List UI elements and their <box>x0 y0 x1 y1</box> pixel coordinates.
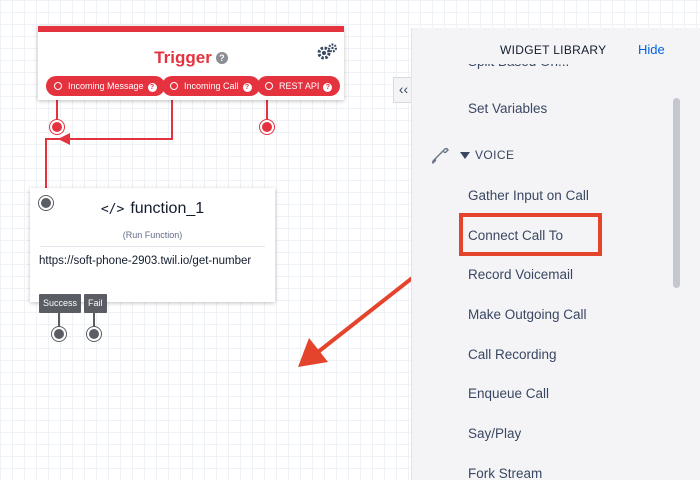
port-ring-icon <box>170 82 178 90</box>
library-header: WIDGET LIBRARY Hide <box>412 28 700 64</box>
divider <box>40 246 265 247</box>
phone-icon <box>431 147 449 164</box>
port-ring-icon <box>265 82 273 90</box>
connector-success[interactable] <box>52 327 66 341</box>
caret-down-icon <box>460 151 470 159</box>
widget-item-enqueue-call[interactable]: Enqueue Call <box>468 386 550 401</box>
widget-list[interactable]: Split Based On... Set Variables VOICE Ga… <box>412 58 700 480</box>
connector-fail[interactable] <box>87 327 101 341</box>
port-incoming-call[interactable]: Incoming Call? <box>162 76 260 96</box>
widget-item-say-play[interactable]: Say/Play <box>468 426 522 441</box>
connector-rest-api[interactable] <box>260 120 274 134</box>
connector-incoming-message[interactable] <box>50 120 64 134</box>
widget-item-gather-input[interactable]: Gather Input on Call <box>468 188 589 203</box>
output-success[interactable]: Success <box>39 294 82 313</box>
port-ring-icon <box>54 82 62 90</box>
help-icon[interactable]: ? <box>323 83 333 92</box>
output-fail[interactable]: Fail <box>84 294 107 313</box>
help-icon[interactable]: ? <box>147 83 157 92</box>
code-icon: </> <box>100 202 125 217</box>
port-rest-api[interactable]: REST API? <box>257 76 341 96</box>
trigger-widget[interactable]: Trigger? Incoming Message? Incoming Call… <box>38 26 344 100</box>
widget-item-split[interactable]: Split Based On... <box>468 62 569 69</box>
section-voice[interactable]: VOICE <box>430 146 514 164</box>
widget-item-fork-stream[interactable]: Fork Stream <box>468 466 543 480</box>
function-title: </>function_1 <box>100 200 205 217</box>
port-incoming-message[interactable]: Incoming Message? <box>46 76 165 96</box>
help-icon[interactable]: ? <box>215 52 228 64</box>
annotation-highlight-box <box>459 213 602 256</box>
hide-library-link[interactable]: Hide <box>638 42 665 57</box>
widget-item-record-voicemail[interactable]: Record Voicemail <box>468 267 574 282</box>
wire-incoming-call <box>45 92 173 203</box>
function-subtitle: (Run Function) <box>122 230 183 240</box>
library-scrollbar[interactable] <box>673 98 680 288</box>
trigger-title: Trigger? <box>38 48 344 68</box>
widget-item-connect-call-to[interactable]: Connect Call To <box>468 228 564 243</box>
gears-icon[interactable] <box>316 42 338 62</box>
library-title: WIDGET LIBRARY <box>500 43 607 57</box>
connector-function-input[interactable] <box>39 196 53 210</box>
annotation-arrow-head <box>298 338 328 367</box>
widget-item-set-variables[interactable]: Set Variables <box>468 101 548 116</box>
wire-arrow-head <box>58 133 70 145</box>
function-widget[interactable]: </>function_1 (Run Function) https://sof… <box>30 188 275 302</box>
help-icon[interactable]: ? <box>242 83 252 92</box>
widget-item-call-recording[interactable]: Call Recording <box>468 347 557 362</box>
function-url: https://soft-phone-2903.twil.io/get-numb… <box>39 255 252 267</box>
collapse-library-button[interactable]: ‹‹ <box>393 77 413 103</box>
widget-item-make-outgoing-call[interactable]: Make Outgoing Call <box>468 307 587 322</box>
